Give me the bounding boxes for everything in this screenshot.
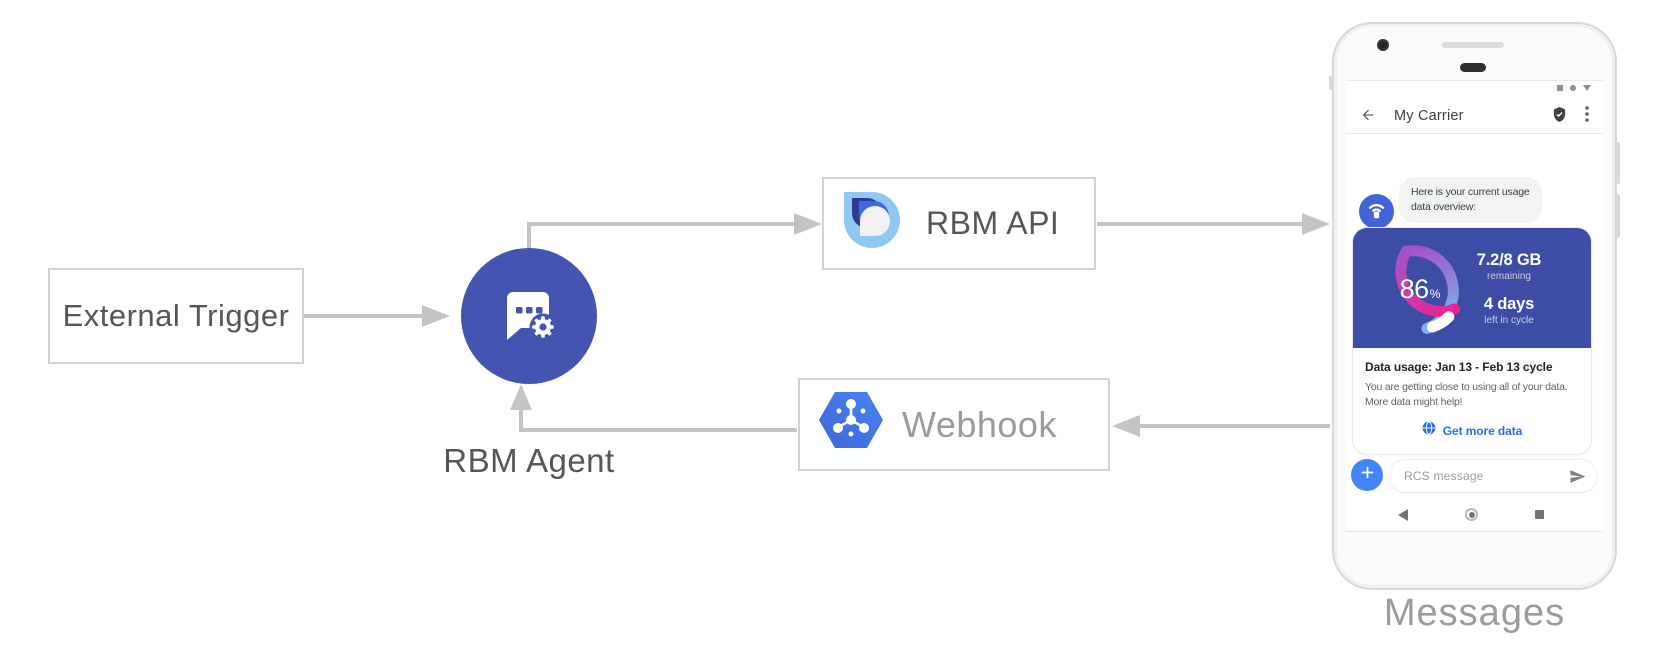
chat-bubble-gear-icon: [493, 278, 565, 355]
get-more-data-label: Get more data: [1442, 423, 1523, 438]
arrow-agent-to-rbm-api: [527, 213, 822, 250]
front-camera: [1377, 39, 1389, 51]
conversation-title: My Carrier: [1394, 108, 1464, 124]
remaining-label: remaining: [1487, 270, 1531, 282]
cycle-days-value: 4 days: [1483, 294, 1535, 313]
usage-rich-card: 86 % 7.2/8 GB remaining 4 days left in c…: [1353, 228, 1591, 454]
arrow-rbm-api-to-phone: [1097, 213, 1330, 235]
message-composer: [1389, 460, 1597, 492]
rbm-api-label: RBM API: [926, 205, 1060, 241]
overflow-menu-icon[interactable]: [1585, 106, 1589, 127]
volume-button: [1616, 194, 1620, 238]
webhook-label: Webhook: [902, 403, 1057, 445]
node-webhook: Webhook: [798, 378, 1110, 471]
rbm-agent-label: RBM Agent: [443, 442, 615, 479]
power-button: [1616, 142, 1620, 184]
nav-home-button[interactable]: [1465, 508, 1478, 521]
sim-tray: [1329, 76, 1333, 90]
agent-avatar: [1359, 194, 1394, 229]
node-rbm-api: RBM API: [822, 177, 1096, 270]
earpiece: [1460, 63, 1486, 72]
status-square-icon: [1557, 85, 1563, 91]
attach-plus-button[interactable]: [1351, 459, 1383, 491]
phone-mockup: My Carrier Here is: [1329, 22, 1620, 590]
status-triangle-icon: [1583, 85, 1591, 91]
rcs-logo-icon: [839, 187, 905, 261]
arrow-webhook-to-agent: [510, 384, 797, 432]
pubsub-hexagon-icon: [819, 392, 883, 457]
verified-shield-icon: [1552, 106, 1567, 128]
rcs-message-input[interactable]: [1389, 469, 1569, 483]
node-external-trigger: External Trigger: [48, 268, 304, 364]
gauge-percent: 86 %: [1399, 273, 1441, 304]
cycle-days-label: left in cycle: [1484, 314, 1534, 326]
usage-card-text-line1: You are getting close to using all of yo…: [1365, 381, 1568, 393]
conversation-header: My Carrier: [1346, 99, 1603, 133]
arrow-phone-to-webhook: [1112, 415, 1330, 437]
nav-recents-button[interactable]: [1535, 510, 1544, 519]
phone-screen: My Carrier Here is: [1346, 80, 1603, 532]
status-bar: [1557, 85, 1591, 91]
status-circle-icon: [1570, 85, 1576, 91]
nav-back-button[interactable]: [1398, 508, 1408, 521]
bubble-text-line1: Here is your current usage: [1411, 186, 1530, 198]
header-divider: [1346, 133, 1603, 134]
send-icon[interactable]: [1569, 468, 1586, 485]
messages-app-label: Messages: [1383, 592, 1566, 634]
usage-stats: 7.2/8 GB remaining 4 days left in cycle: [1457, 228, 1561, 348]
remaining-value: 7.2/8 GB: [1476, 250, 1542, 269]
arrow-external-trigger-to-agent: [304, 305, 450, 327]
incoming-message-bubble: Here is your current usage data overview…: [1399, 177, 1542, 223]
plus-icon: [1360, 465, 1375, 485]
android-navbar: [1398, 508, 1544, 521]
usage-card-title: Data usage: Jan 13 - Feb 13 cycle: [1365, 360, 1553, 374]
back-arrow-icon[interactable]: [1360, 107, 1376, 128]
get-more-data-button[interactable]: Get more data: [1365, 421, 1579, 440]
usage-card-text-line2: More data might help!: [1365, 396, 1463, 408]
external-trigger-label: External Trigger: [62, 298, 290, 333]
node-rbm-agent: [461, 248, 597, 384]
speaker-slot: [1442, 42, 1504, 48]
carrier-hotspot-icon: [1366, 199, 1387, 225]
globe-icon: [1422, 421, 1436, 440]
usage-card-body: Data usage: Jan 13 - Feb 13 cycle You ar…: [1353, 348, 1591, 454]
bubble-text-line2: data overview:: [1411, 201, 1476, 213]
usage-gauge: 86 %: [1372, 241, 1468, 337]
usage-card-media: 86 % 7.2/8 GB remaining 4 days left in c…: [1353, 228, 1591, 348]
